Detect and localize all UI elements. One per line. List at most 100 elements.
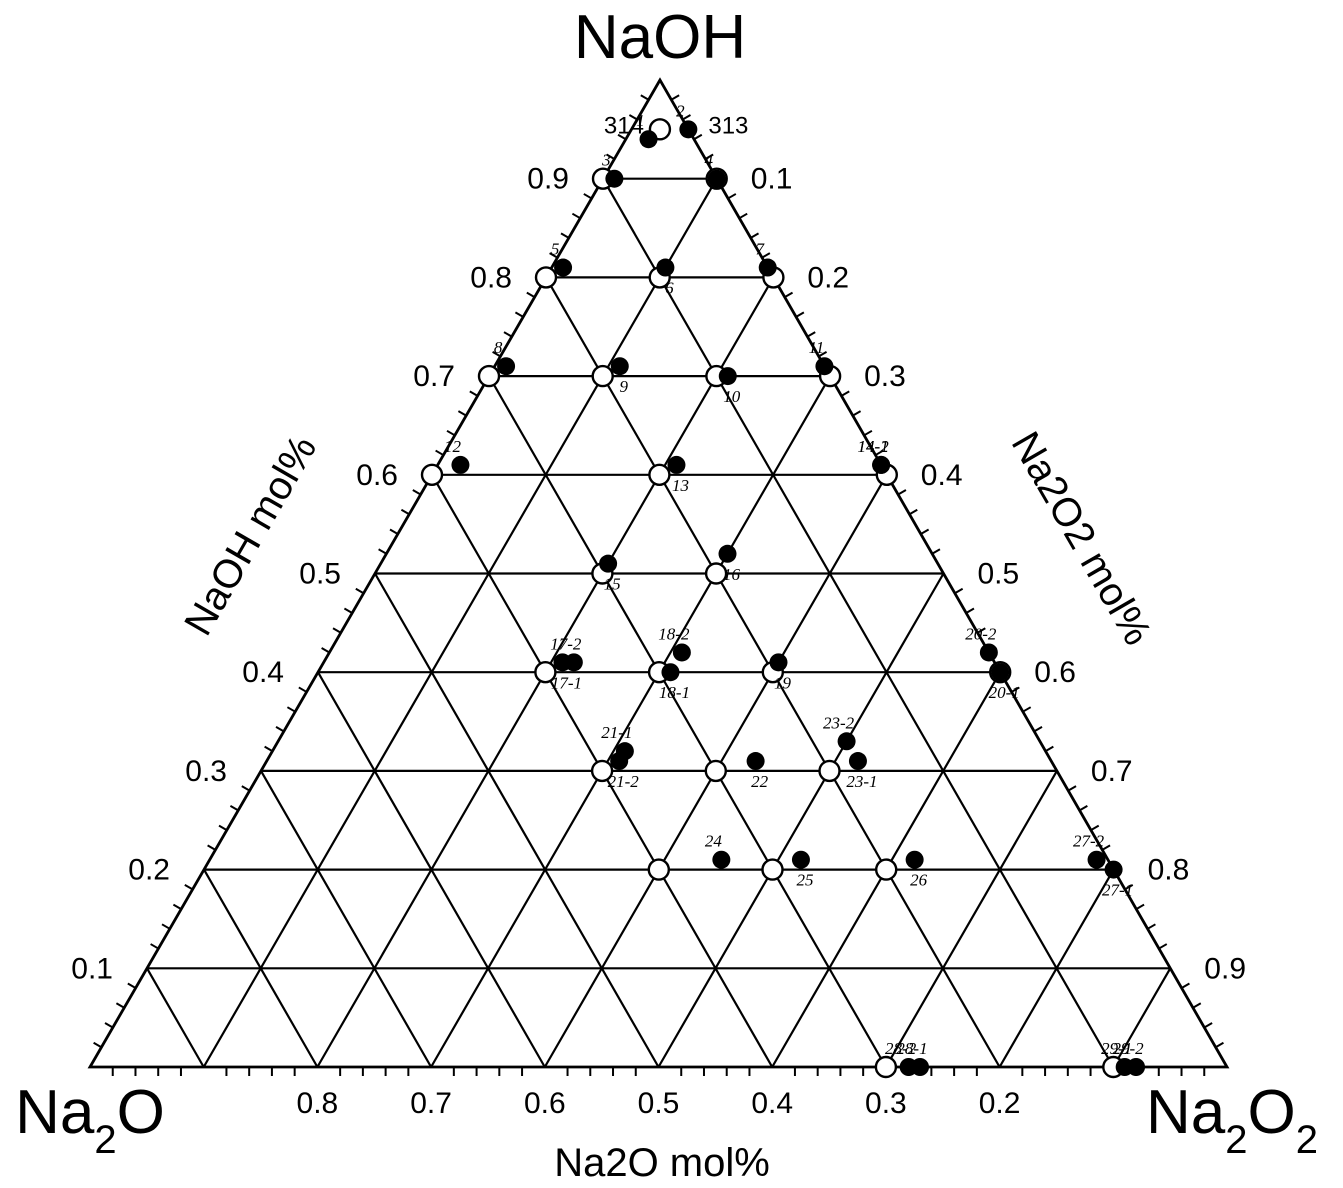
tick-label-na2o2: 0.9	[1204, 952, 1246, 985]
tick-label-naoh: 0.8	[470, 261, 512, 294]
filled-point-label: 12	[444, 437, 462, 456]
triangle-frame	[87, 77, 1230, 1069]
minor-tick-left	[606, 153, 615, 160]
tick-label-naoh: 0.9	[527, 163, 569, 196]
filled-point	[1104, 860, 1123, 879]
corner-right-sub2: 2	[1296, 1118, 1318, 1162]
filled-point-label: 28-2	[885, 1039, 917, 1058]
grid-line-na2o2	[430, 375, 832, 1068]
filled-point	[610, 357, 629, 376]
open-point	[818, 759, 841, 783]
minor-tick-left	[457, 410, 467, 417]
minor-tick-left	[286, 706, 296, 713]
minor-tick-left	[469, 390, 479, 397]
minor-tick-right	[897, 489, 907, 496]
filled-point-label: 10	[723, 387, 741, 406]
open-point	[704, 562, 728, 585]
minor-tick-right	[840, 390, 850, 397]
open-point	[647, 858, 670, 881]
filled-point	[672, 643, 691, 662]
filled-point	[497, 357, 516, 376]
grid-line-na2o2	[998, 869, 1115, 1068]
tick-label-na2o2: 0.1	[751, 163, 793, 196]
minor-tick-left	[571, 212, 581, 220]
tick-label-na2o2: 0.8	[1148, 854, 1190, 887]
minor-tick-right	[863, 429, 873, 437]
tick-label-naoh: 0.1	[71, 952, 113, 985]
minor-tick-right	[704, 153, 714, 160]
minor-tick-left	[435, 449, 444, 456]
minor-tick-right	[965, 607, 975, 614]
filled-point-label: 16	[723, 565, 741, 584]
minor-tick-left	[172, 903, 182, 910]
minor-tick-left	[275, 726, 285, 733]
tick-label-na2o2: 0.2	[807, 261, 849, 294]
minor-tick-left	[628, 114, 638, 121]
minor-tick-left	[389, 528, 399, 535]
filled-point-label: 18-1	[659, 683, 690, 702]
open-point	[591, 364, 614, 388]
filled-point	[769, 653, 788, 672]
filled-point	[667, 455, 686, 474]
minor-tick-right	[874, 449, 884, 456]
filled-point-label: 9	[620, 377, 629, 396]
corner-label-top: NaOH	[574, 3, 746, 72]
filled-point	[656, 258, 675, 277]
minor-tick-right	[682, 114, 691, 121]
corner-left-sub: 2	[94, 1118, 116, 1162]
corner-right-sub1: 2	[1225, 1118, 1247, 1162]
minor-tick-right	[784, 291, 794, 299]
minor-tick-right	[977, 627, 986, 634]
minor-tick-left	[343, 607, 353, 614]
corner-left-text: Na	[15, 1078, 95, 1147]
filled-point-label: 15	[604, 575, 621, 594]
filled-point	[679, 120, 698, 139]
minor-tick-left	[355, 587, 365, 595]
tick-label-na2o: 0.5	[638, 1087, 680, 1120]
filled-point-label: 21-1	[601, 723, 632, 742]
filled-point-label: 17-2	[550, 634, 582, 653]
minor-tick-left	[503, 331, 513, 338]
filled-point-label: 26	[910, 871, 928, 890]
minor-tick-right	[1215, 1041, 1224, 1049]
filled-point	[837, 732, 856, 751]
minor-tick-right	[1079, 805, 1088, 812]
minor-tick-right	[1124, 883, 1134, 891]
minor-tick-left	[412, 489, 422, 496]
open-point	[477, 364, 501, 388]
grid-line-na2o	[488, 375, 887, 1068]
tick-label-naoh: 0.4	[242, 656, 284, 689]
minor-tick-left	[446, 429, 456, 437]
minor-tick-left	[378, 548, 387, 555]
filled-point	[707, 169, 726, 188]
minor-tick-right	[1135, 903, 1145, 910]
minor-tick-left	[184, 883, 194, 891]
minor-tick-right	[1090, 824, 1100, 831]
grid-line-na2o	[146, 967, 205, 1068]
filled-point-label: 7	[755, 240, 765, 259]
filled-point-label: 23-2	[823, 713, 855, 732]
minor-tick-right	[920, 528, 930, 535]
grid-line-na2o	[203, 869, 319, 1068]
filled-point	[605, 169, 624, 188]
filled-point-label: 13	[672, 476, 689, 495]
minor-tick-left	[127, 982, 137, 989]
tick-label-na2o: 0.2	[979, 1087, 1021, 1120]
minor-tick-right	[693, 133, 703, 141]
filled-point-label: 14-1	[858, 437, 889, 456]
filled-point-label: 25	[796, 871, 813, 890]
filled-point	[712, 850, 731, 869]
open-point	[534, 266, 558, 289]
minor-tick-right	[1033, 726, 1043, 733]
filled-point-label: 20-2	[965, 624, 997, 643]
filled-point-label: 19	[774, 673, 792, 692]
filled-point	[758, 258, 777, 277]
filled-point-label: 17-1	[551, 673, 582, 692]
open-point	[761, 858, 784, 881]
tick-label-na2o2: 0.3	[864, 360, 906, 393]
minor-tick-left	[150, 943, 159, 950]
minor-tick-right	[1147, 923, 1156, 930]
